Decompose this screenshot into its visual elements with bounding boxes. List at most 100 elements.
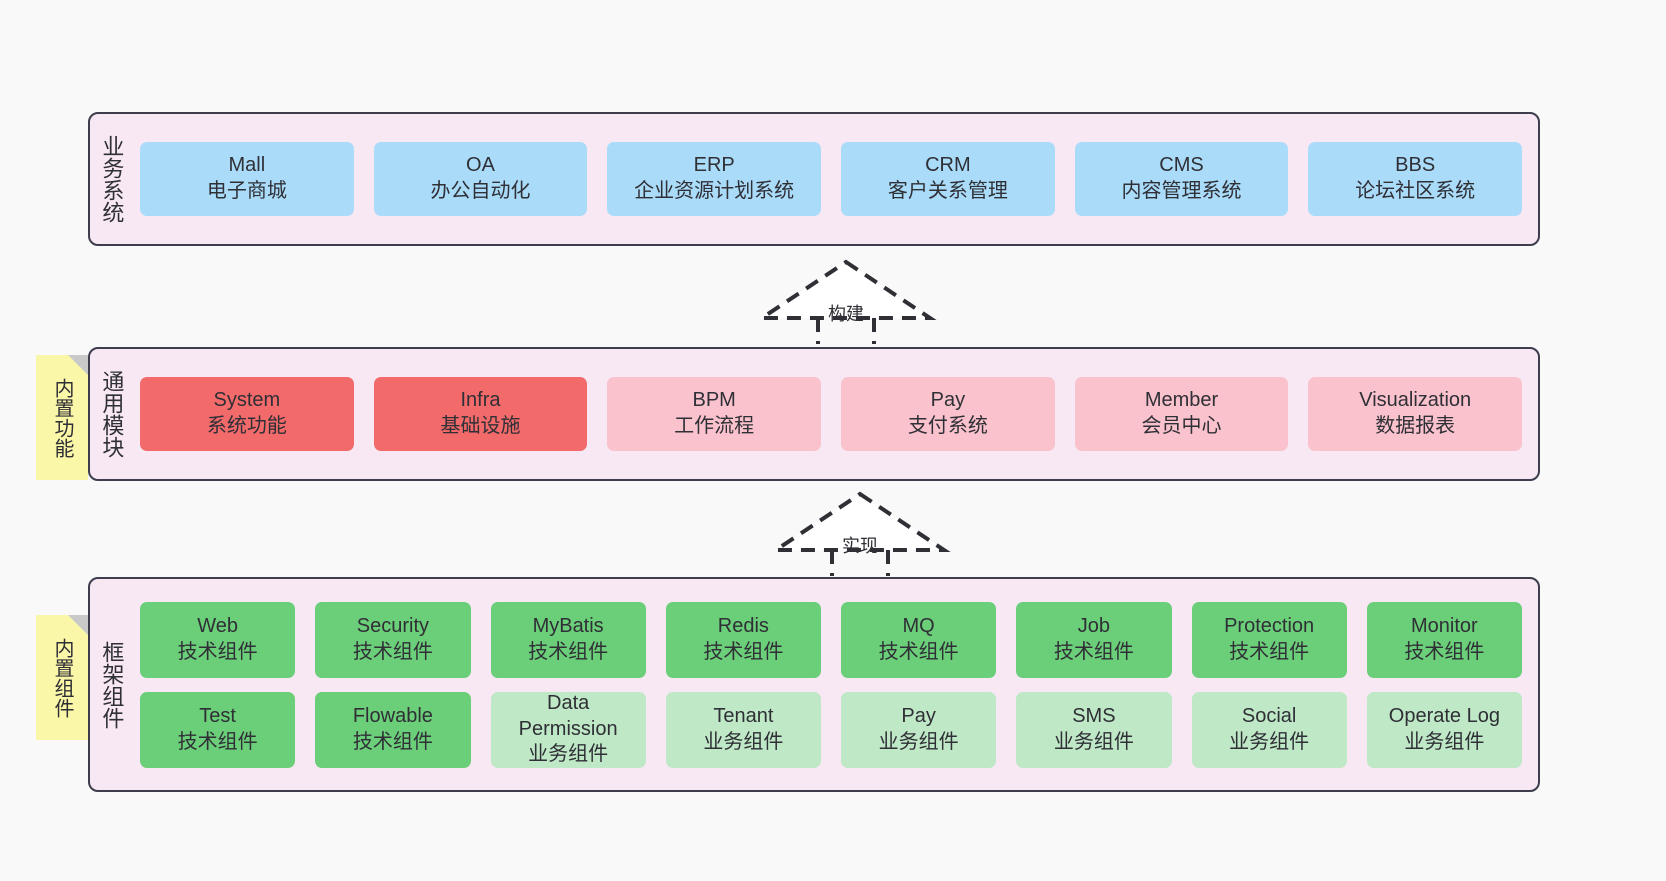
box-system[interactable]: System 系统功能 [140,377,354,451]
sticky-note-built-in-features: 内置功能 [36,355,88,480]
box-subtitle: 企业资源计划系统 [634,180,795,202]
box-subtitle: 技术组件 [878,640,959,663]
box-title: CRM [925,154,971,177]
box-subtitle: 内容管理系统 [1121,180,1242,202]
box-subtitle: 技术组件 [703,640,784,663]
box-operate-log[interactable]: Operate Log 业务组件 [1366,691,1522,768]
box-subtitle: 工作流程 [674,415,755,437]
box-subtitle: 办公自动化 [430,180,531,202]
box-subtitle: 业务组件 [1404,730,1485,753]
box-title: Member [1144,389,1219,412]
box-row: System 系统功能 Infra 基础设施 BPM 工作流程 Pay 支付系统… [140,377,1523,451]
box-title: OA [466,154,495,177]
layer-title-business-systems: 业务系统 [99,135,125,223]
box-row: Mall 电子商城 OA 办公自动化 ERP 企业资源计划系统 CRM 客户关系… [140,142,1523,216]
box-oa[interactable]: OA 办公自动化 [373,142,588,216]
box-subtitle: 支付系统 [907,415,988,437]
box-title: Infra [460,389,501,412]
box-subtitle: 系统功能 [206,415,287,437]
box-title: Visualization [1359,389,1472,412]
box-infra[interactable]: Infra 基础设施 [373,377,588,451]
box-social[interactable]: Social 业务组件 [1191,691,1347,768]
layer-framework-components[interactable]: 框架组件 Web 技术组件 Security 技术组件 MyBatis 技术组件… [88,577,1540,792]
sticky-note-built-in-components: 内置组件 [36,615,88,740]
box-sms[interactable]: SMS 业务组件 [1016,691,1172,768]
box-subtitle: 论坛社区系统 [1355,180,1476,202]
box-subtitle: 技术组件 [352,640,433,663]
box-title: BPM [692,389,736,412]
box-pay-component[interactable]: Pay 业务组件 [841,691,997,768]
box-mybatis[interactable]: MyBatis 技术组件 [490,601,646,678]
box-title: Tenant [713,704,774,727]
box-crm[interactable]: CRM 客户关系管理 [841,142,1055,216]
layer-title-framework-components: 框架组件 [99,640,125,729]
box-subtitle: 技术组件 [177,730,258,753]
box-subtitle: 技术组件 [1053,640,1134,663]
box-title: Pay [930,389,966,412]
box-title: Social [1241,704,1297,727]
box-subtitle: 业务组件 [878,730,959,753]
box-flowable[interactable]: Flowable 技术组件 [315,691,471,768]
box-job[interactable]: Job 技术组件 [1016,601,1172,678]
box-member[interactable]: Member 会员中心 [1074,377,1289,451]
box-title: CMS [1159,154,1204,177]
box-subtitle: 技术组件 [177,640,258,663]
box-title: Web [197,614,238,637]
box-title: Data Permission [518,692,618,740]
box-row: Web 技术组件 Security 技术组件 MyBatis 技术组件 Redi… [140,601,1522,678]
box-subtitle: 会员中心 [1141,415,1222,437]
box-subtitle: 数据报表 [1375,415,1456,437]
layer-body-common-modules: System 系统功能 Infra 基础设施 BPM 工作流程 Pay 支付系统… [132,349,1538,479]
box-subtitle: 技术组件 [1404,640,1485,663]
box-title: Protection [1224,614,1315,637]
box-subtitle: 业务组件 [528,743,609,766]
box-title: Test [199,704,236,727]
box-monitor[interactable]: Monitor 技术组件 [1366,601,1522,678]
box-pay-module[interactable]: Pay 支付系统 [841,377,1055,451]
box-subtitle: 电子商城 [206,180,287,202]
box-title: MyBatis [532,614,604,637]
box-protection[interactable]: Protection 技术组件 [1191,601,1347,678]
box-bpm[interactable]: BPM 工作流程 [607,377,822,451]
box-subtitle: 业务组件 [1053,730,1134,753]
box-visualization[interactable]: Visualization 数据报表 [1308,377,1523,451]
box-tenant[interactable]: Tenant 业务组件 [665,691,821,768]
box-title: Redis [717,614,769,637]
box-title: SMS [1072,704,1116,727]
box-subtitle: 客户关系管理 [887,180,1008,202]
sticky-note-label: 内置组件 [51,637,73,718]
box-subtitle: 业务组件 [1229,730,1310,753]
box-security[interactable]: Security 技术组件 [315,601,471,678]
box-title: BBS [1395,154,1436,177]
sticky-note-label: 内置功能 [51,377,73,458]
box-subtitle: 业务组件 [703,730,784,753]
box-web[interactable]: Web 技术组件 [140,601,296,678]
box-test[interactable]: Test 技术组件 [140,691,296,768]
layer-common-modules[interactable]: 通用模块 System 系统功能 Infra 基础设施 BPM 工作流程 Pay… [88,347,1540,481]
box-title: Mall [228,154,266,177]
box-mall[interactable]: Mall 电子商城 [140,142,354,216]
box-title: MQ [902,614,935,637]
connector-implement-arrow: 实现 [769,490,951,576]
box-mq[interactable]: MQ 技术组件 [841,601,997,678]
box-title: Flowable [352,704,433,727]
box-title: ERP [693,154,735,177]
box-title: Pay [901,704,936,727]
box-subtitle: 技术组件 [528,640,609,663]
box-erp[interactable]: ERP 企业资源计划系统 [607,142,822,216]
box-subtitle: 技术组件 [1229,640,1310,663]
connector-implement-label: 实现 [842,536,878,556]
layer-business-systems[interactable]: 业务系统 Mall 电子商城 OA 办公自动化 ERP 企业资源计划系统 CRM… [88,112,1540,246]
box-row: Test 技术组件 Flowable 技术组件 Data Permission … [140,691,1522,768]
box-redis[interactable]: Redis 技术组件 [665,601,821,678]
box-bbs[interactable]: BBS 论坛社区系统 [1308,142,1523,216]
connector-build-arrow: 构建 [755,258,937,344]
box-title: Operate Log [1388,704,1500,727]
box-title: Monitor [1411,614,1478,637]
box-data-permission[interactable]: Data Permission 业务组件 [490,691,646,768]
box-cms[interactable]: CMS 内容管理系统 [1074,142,1289,216]
layer-title-common-modules: 通用模块 [99,370,125,458]
layer-body-business-systems: Mall 电子商城 OA 办公自动化 ERP 企业资源计划系统 CRM 客户关系… [132,114,1538,244]
layer-body-framework-components: Web 技术组件 Security 技术组件 MyBatis 技术组件 Redi… [132,579,1538,790]
